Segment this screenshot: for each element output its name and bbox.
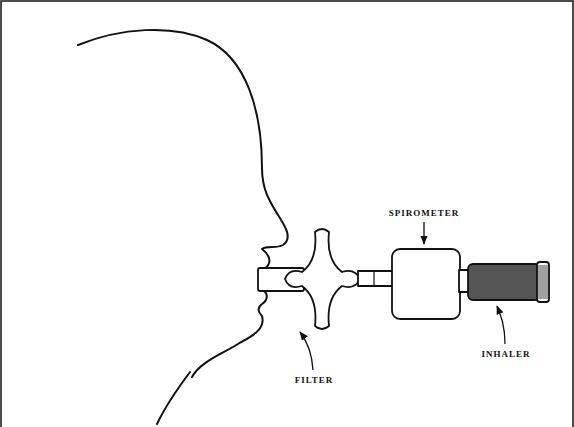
inhaler-canister — [468, 264, 540, 300]
cap-ridges — [539, 265, 547, 299]
leader-arrow — [423, 222, 424, 244]
leader-arrow — [300, 332, 313, 370]
leader-arrows — [300, 222, 505, 370]
part-label: FILTER — [295, 376, 334, 385]
leader-arrow — [497, 306, 505, 344]
connector-tube — [358, 271, 394, 286]
inhaler-cap — [537, 262, 549, 302]
device — [258, 229, 549, 329]
part-label: SPIROMETER — [389, 209, 460, 218]
spirometer-box — [392, 249, 460, 319]
head-profile — [78, 30, 288, 424]
filter-body — [285, 229, 360, 329]
part-label: INHALER — [481, 350, 530, 359]
